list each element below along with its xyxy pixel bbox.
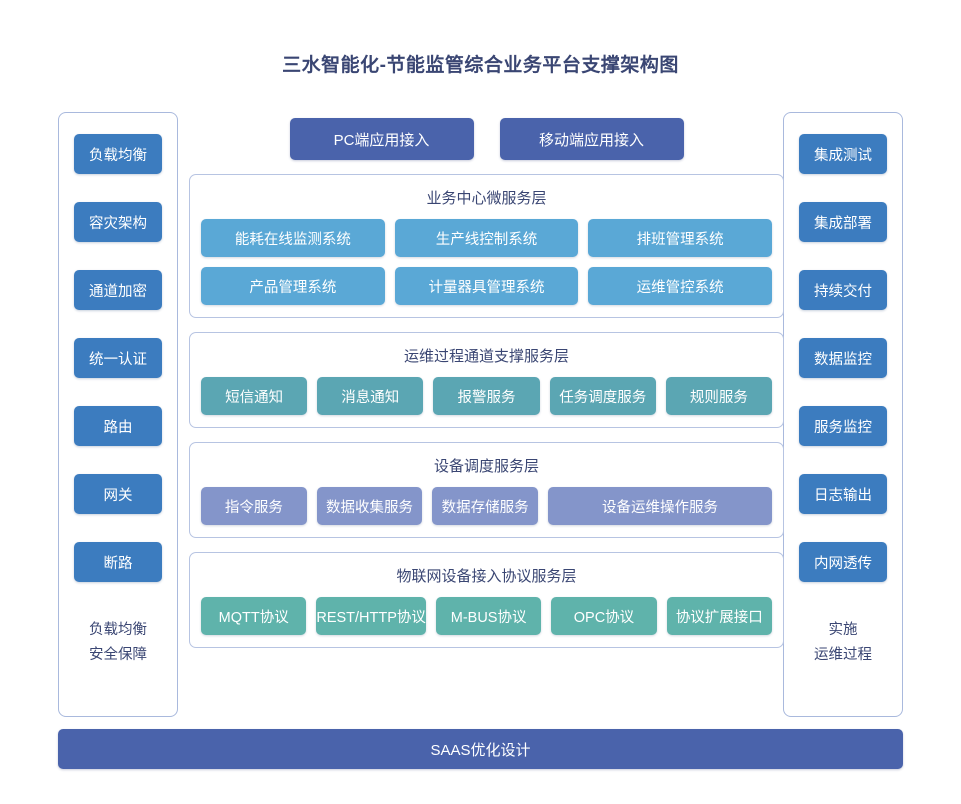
center-stack: PC端应用接入 移动端应用接入 业务中心微服务层 能耗在线监测系统 生产线控制系… [189, 112, 784, 717]
right-item-integration-deploy[interactable]: 集成部署 [799, 202, 887, 242]
block-mbus-protocol[interactable]: M-BUS协议 [435, 597, 542, 635]
layer-ops-channel-support: 运维过程通道支撑服务层 短信通知 消息通知 报警服务 任务调度服务 规则服务 [189, 332, 784, 428]
block-command-service[interactable]: 指令服务 [201, 487, 307, 525]
block-rule-service[interactable]: 规则服务 [665, 377, 773, 415]
block-device-ops-operation-service[interactable]: 设备运维操作服务 [548, 487, 773, 525]
left-item-circuit-breaker[interactable]: 断路 [74, 542, 162, 582]
left-footer-line-1: 负载均衡 [89, 622, 147, 638]
block-operations-control-system[interactable]: 运维管控系统 [588, 267, 773, 305]
left-item-gateway[interactable]: 网关 [74, 474, 162, 514]
block-metering-instrument-management-system[interactable]: 计量器具管理系统 [394, 267, 579, 305]
block-opc-protocol[interactable]: OPC协议 [551, 597, 657, 635]
block-production-line-control-system[interactable]: 生产线控制系统 [394, 219, 579, 257]
protocol-row-1: MQTT协议 REST/HTTP协议 M-BUS协议 OPC协议 协议扩展接口 [201, 597, 772, 635]
left-item-routing[interactable]: 路由 [74, 406, 162, 446]
layer-title-ops-channel: 运维过程通道支撑服务层 [403, 348, 569, 365]
block-mqtt-protocol[interactable]: MQTT协议 [201, 597, 307, 635]
block-task-scheduling-service[interactable]: 任务调度服务 [549, 377, 656, 415]
left-item-load-balancing[interactable]: 负载均衡 [74, 134, 162, 174]
layer-title-iot-protocol: 物联网设备接入协议服务层 [396, 568, 577, 585]
block-alarm-service[interactable]: 报警服务 [433, 377, 540, 415]
layer-title-device-scheduling: 设备调度服务层 [433, 458, 539, 475]
right-item-integration-test[interactable]: 集成测试 [799, 134, 887, 174]
business-row-2: 产品管理系统 计量器具管理系统 运维管控系统 [201, 267, 773, 305]
page-title: 三水智能化-节能监管综合业务平台支撑架构图 [282, 55, 679, 76]
block-sms-notification[interactable]: 短信通知 [201, 377, 308, 415]
device-row-1: 指令服务 数据收集服务 数据存储服务 设备运维操作服务 [201, 487, 773, 525]
block-protocol-extension-interface[interactable]: 协议扩展接口 [666, 597, 772, 635]
layer-title-business: 业务中心微服务层 [426, 190, 547, 207]
right-item-intranet-passthrough[interactable]: 内网透传 [799, 542, 887, 582]
layer-device-scheduling: 设备调度服务层 指令服务 数据收集服务 数据存储服务 设备运维操作服务 [189, 442, 784, 538]
block-rest-http-protocol[interactable]: REST/HTTP协议 [316, 597, 426, 635]
mobile-access-button[interactable]: 移动端应用接入 [499, 118, 684, 160]
left-item-channel-encryption[interactable]: 通道加密 [74, 270, 162, 310]
block-data-collection-service[interactable]: 数据收集服务 [316, 487, 423, 525]
right-footer-line-1: 实施 [828, 622, 858, 638]
application-access-row: PC端应用接入 移动端应用接入 [189, 112, 784, 160]
right-item-data-monitoring[interactable]: 数据监控 [799, 338, 887, 378]
left-item-disaster-recovery[interactable]: 容灾架构 [74, 202, 162, 242]
ops-row-1: 短信通知 消息通知 报警服务 任务调度服务 规则服务 [201, 377, 773, 415]
right-item-continuous-delivery[interactable]: 持续交付 [799, 270, 887, 310]
block-data-storage-service[interactable]: 数据存储服务 [432, 487, 539, 525]
block-shift-management-system[interactable]: 排班管理系统 [588, 219, 773, 257]
left-support-column: 负载均衡 容灾架构 通道加密 统一认证 路由 网关 断路 负载均衡 安全保障 [58, 112, 178, 717]
block-message-notification[interactable]: 消息通知 [317, 377, 424, 415]
right-item-service-monitoring[interactable]: 服务监控 [799, 406, 887, 446]
right-support-column: 集成测试 集成部署 持续交付 数据监控 服务监控 日志输出 内网透传 实施 运维… [783, 112, 903, 717]
layer-iot-protocol-access: 物联网设备接入协议服务层 MQTT协议 REST/HTTP协议 M-BUS协议 … [189, 552, 784, 648]
right-item-log-output[interactable]: 日志输出 [799, 474, 887, 514]
layer-business-microservices: 业务中心微服务层 能耗在线监测系统 生产线控制系统 排班管理系统 产品管理系统 … [189, 174, 784, 318]
block-product-management-system[interactable]: 产品管理系统 [201, 267, 385, 305]
right-column-footer: 实施 运维过程 [814, 618, 872, 668]
left-column-footer: 负载均衡 安全保障 [89, 618, 147, 668]
left-footer-line-2: 安全保障 [89, 647, 147, 663]
saas-optimization-bar[interactable]: SAAS优化设计 [58, 729, 903, 769]
block-energy-monitoring-system[interactable]: 能耗在线监测系统 [201, 219, 385, 257]
business-row-1: 能耗在线监测系统 生产线控制系统 排班管理系统 [201, 219, 773, 257]
pc-access-button[interactable]: PC端应用接入 [289, 118, 474, 160]
left-item-unified-auth[interactable]: 统一认证 [74, 338, 162, 378]
diagram-body: 负载均衡 容灾架构 通道加密 统一认证 路由 网关 断路 负载均衡 安全保障 集… [58, 112, 903, 722]
right-footer-line-2: 运维过程 [814, 647, 872, 663]
